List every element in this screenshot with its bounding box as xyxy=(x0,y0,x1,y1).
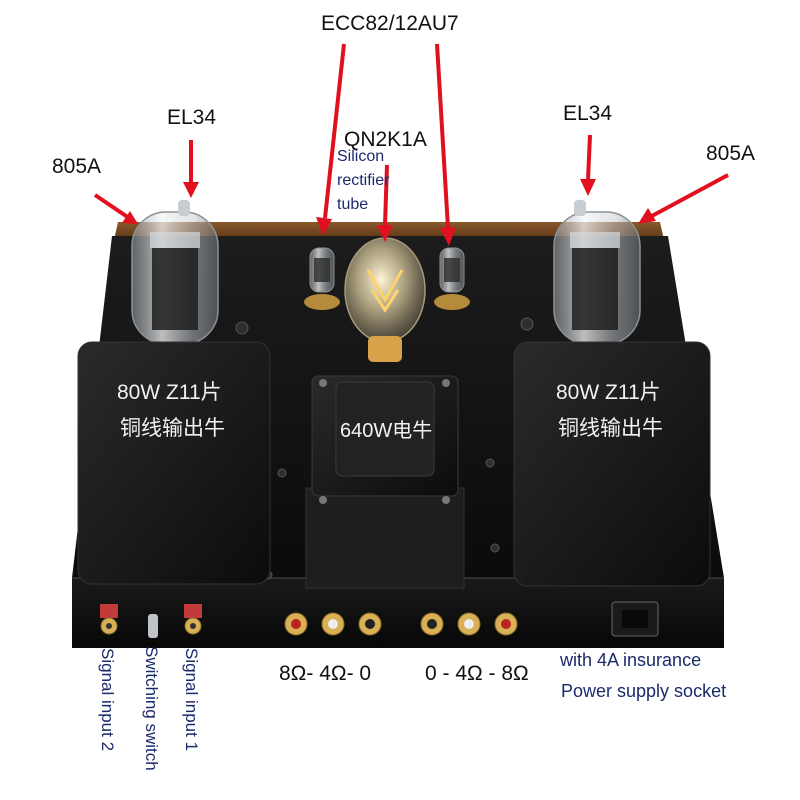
tube-label: tube xyxy=(337,196,369,213)
terminals-left-label: 8Ω- 4Ω- 0 xyxy=(279,662,372,685)
switching-switch-toggle xyxy=(148,614,158,638)
tube-ecc82-left xyxy=(304,247,340,310)
iec-power-socket xyxy=(611,601,659,637)
output-transformer-right-line1: 80W Z11片 xyxy=(556,381,661,404)
signal-input-2-label: Signal input 2 xyxy=(98,648,117,752)
speaker-terminals-left xyxy=(284,612,382,636)
annotation-arrows xyxy=(93,43,729,246)
power-socket-label: Power supply socket xyxy=(561,681,727,701)
rca-input-2 xyxy=(100,604,118,635)
output-transformer-left-line1: 80W Z11片 xyxy=(117,381,222,404)
qn2k1a-label: QN2K1A xyxy=(344,128,427,151)
rca-input-1 xyxy=(184,604,202,635)
output-transformer-left xyxy=(77,341,271,585)
a805-right-label: 805A xyxy=(706,142,756,165)
switching-switch-label: Switching switch xyxy=(142,646,161,771)
rectifier-label: rectifier xyxy=(337,172,390,189)
ecc82-label: ECC82/12AU7 xyxy=(321,12,459,35)
chassis-front xyxy=(72,578,724,648)
a805-left-label: 805A xyxy=(52,155,102,178)
tube-805a-right xyxy=(553,200,641,345)
output-transformer-left-line2: 铜线输出牛 xyxy=(120,417,225,440)
output-transformer-right xyxy=(513,341,711,587)
terminals-right-label: 0 - 4Ω - 8Ω xyxy=(425,662,529,685)
el34-left-label: EL34 xyxy=(167,106,217,129)
tube-ecc82-right xyxy=(434,247,470,310)
output-transformer-right-line2: 铜线输出牛 xyxy=(558,417,663,440)
power-transformer xyxy=(305,375,465,589)
signal-input-1-label: Signal input 1 xyxy=(182,648,201,752)
insurance-label: with 4A insurance xyxy=(560,650,702,670)
el34-right-label: EL34 xyxy=(563,102,613,125)
rectifier-tube-qn2k1a xyxy=(344,237,426,362)
silicon-label: Silicon xyxy=(337,148,385,165)
tube-805a-left xyxy=(131,200,219,345)
power-transformer-label: 640W电牛 xyxy=(340,420,433,442)
speaker-terminals-right xyxy=(420,612,518,636)
